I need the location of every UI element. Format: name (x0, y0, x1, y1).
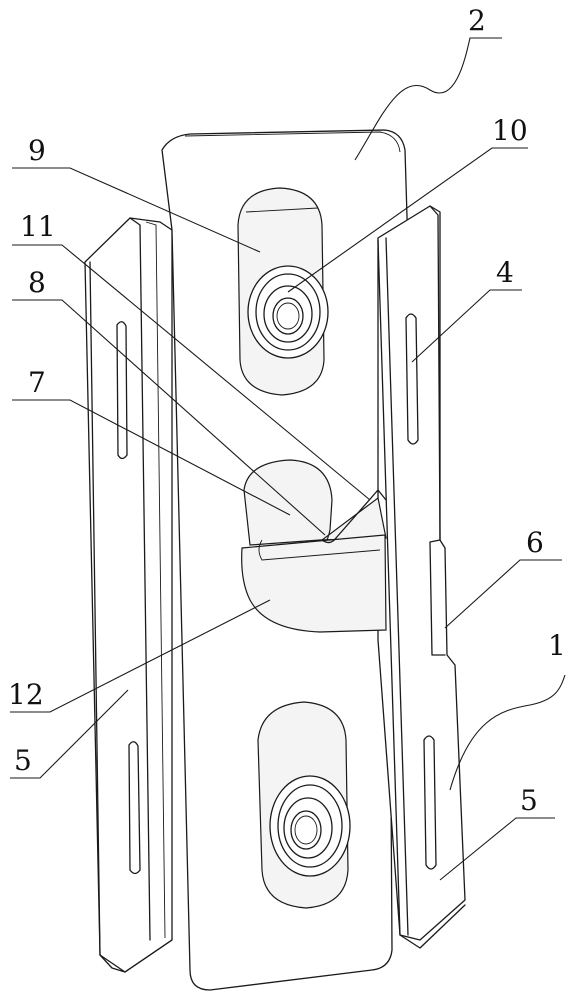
label-5a: 5 (14, 744, 32, 777)
upper-slot (237, 187, 329, 396)
label-5b: 5 (520, 784, 538, 817)
left-side-flange (84, 217, 173, 973)
label-11: 11 (20, 210, 56, 243)
leader-5b (439, 817, 555, 881)
label-12: 12 (8, 678, 44, 711)
label-10: 10 (492, 114, 528, 147)
leader-lines (10, 37, 566, 881)
label-2: 2 (468, 4, 486, 37)
label-4: 4 (496, 256, 514, 289)
upper-nut (247, 265, 329, 359)
right-side-flange (377, 205, 466, 949)
leader-7 (12, 399, 291, 516)
label-1: 1 (548, 629, 566, 662)
leader-8 (12, 299, 326, 536)
leader-1 (449, 674, 566, 791)
middle-hook-cutout (241, 459, 387, 633)
leader-6 (444, 559, 562, 629)
label-8: 8 (28, 266, 46, 299)
lower-slot (257, 701, 351, 909)
leader-11 (12, 244, 371, 501)
leader-2 (354, 37, 502, 161)
leader-5a (10, 689, 129, 779)
leader-12 (10, 599, 271, 713)
leader-10 (287, 147, 528, 293)
label-6: 6 (526, 526, 544, 559)
label-9: 9 (28, 134, 46, 167)
label-7: 7 (28, 366, 46, 399)
lower-nut (269, 775, 351, 877)
leader-4 (411, 289, 522, 363)
leader-9 (12, 167, 261, 253)
callout-labels: 2 10 9 11 4 8 7 6 1 12 5 5 (8, 4, 566, 817)
